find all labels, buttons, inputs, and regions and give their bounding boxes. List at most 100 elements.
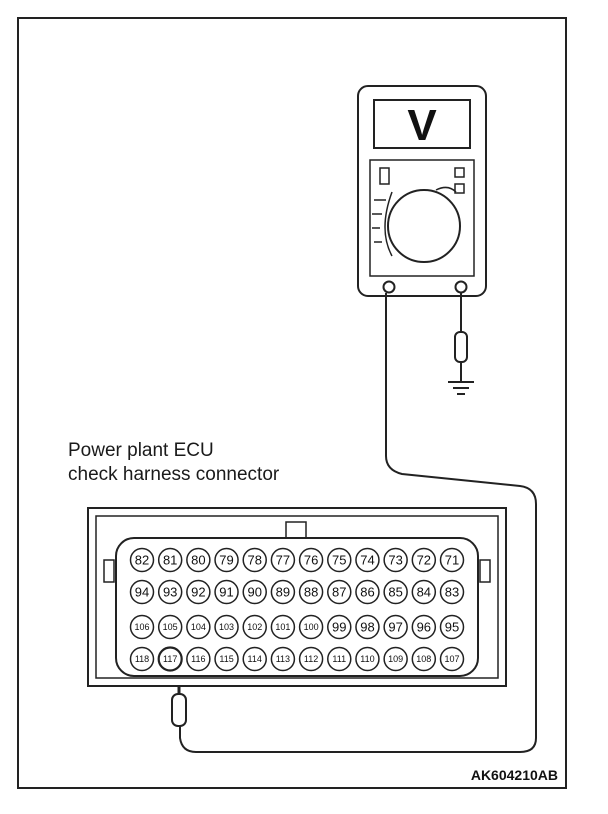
pin-103 [214,614,239,640]
pin-label-87: 87 [332,585,346,600]
pin-label-100: 100 [304,622,319,632]
pin-label-85: 85 [388,585,402,600]
pin-109 [383,646,408,672]
pin-label-86: 86 [360,585,374,600]
pin-113 [270,646,296,672]
pin-label-95: 95 [445,620,459,635]
pin-label-103: 103 [219,622,234,632]
pin-label-115: 115 [219,654,233,664]
pin-100 [298,614,324,640]
pin-102 [242,614,267,640]
connector-latch-right [479,559,491,583]
pin-label-93: 93 [163,585,177,600]
pin-label-90: 90 [247,585,261,600]
meter-range-scale [372,186,457,257]
pin-84 [411,579,437,605]
connector-probe-grip [171,693,187,727]
pin-98 [355,614,380,640]
pin-label-72: 72 [417,553,431,568]
pin-label-108: 108 [416,654,431,664]
pin-110 [355,646,380,672]
pin-76 [298,547,324,573]
pin-label-110: 110 [360,654,374,664]
pin-label-104: 104 [191,622,206,632]
connector-label-line1: Power plant ECU [68,440,214,461]
pin-label-81: 81 [163,553,177,568]
meter-switch-right-bottom [454,183,465,194]
figure-id: AK604210AB [471,767,558,783]
pin-label-88: 88 [304,585,318,600]
pin-114 [242,646,267,672]
pin-81 [157,547,183,573]
pin-label-96: 96 [417,620,431,635]
pin-label-98: 98 [360,620,374,635]
meter-jack-volt[interactable] [454,280,468,294]
pin-93 [157,579,183,605]
ground-probe-grip [454,331,468,363]
pin-label-99: 99 [332,620,346,635]
pin-97 [383,614,408,640]
pin-86 [355,579,380,605]
pin-104 [186,614,211,640]
pin-88 [298,579,324,605]
pin-label-97: 97 [388,620,402,635]
pin-label-79: 79 [219,553,233,568]
pin-101 [270,614,296,640]
meter-switch-left [379,167,390,185]
pin-89 [270,579,296,605]
pin-label-78: 78 [247,553,261,568]
pin-label-118: 118 [135,654,149,664]
pin-107 [439,646,465,672]
pin-label-71: 71 [445,553,459,568]
pin-label-84: 84 [417,585,431,600]
pin-99 [327,614,352,640]
connector-label-line2: check harness connector [68,464,280,485]
pin-117 [157,646,183,672]
pin-label-73: 73 [388,553,402,568]
pin-71 [439,547,465,573]
pin-label-82: 82 [135,553,149,568]
pin-80 [186,547,211,573]
pin-label-89: 89 [276,585,290,600]
pin-118 [129,646,155,672]
pin-label-116: 116 [191,654,205,664]
pin-label-107: 107 [444,654,459,664]
pin-116 [186,646,211,672]
pin-label-109: 109 [388,654,403,664]
pin-label-102: 102 [247,622,262,632]
pin-95 [439,614,465,640]
ground-lead [448,293,474,395]
pin-75 [327,547,352,573]
pin-label-94: 94 [135,585,149,600]
pin-115 [214,646,239,672]
pin-label-76: 76 [304,553,318,568]
ground-icon [448,381,474,395]
test-lead-wire [179,293,537,753]
pin-77 [270,547,296,573]
meter-switch-right-top [454,167,465,178]
pin-label-101: 101 [275,622,290,632]
voltmeter: V [357,85,487,297]
pin-90 [242,579,267,605]
pin-105 [157,614,183,640]
pin-label-80: 80 [191,553,205,568]
pin-72 [411,547,437,573]
pin-111 [327,646,352,672]
pin-91 [214,579,239,605]
meter-rotary-dial[interactable] [387,189,461,263]
pin-label-91: 91 [219,585,233,600]
pin-label-106: 106 [134,622,149,632]
pin-73 [383,547,408,573]
meter-jack-com[interactable] [382,280,396,294]
connector-latch-left [103,559,115,583]
pin-74 [355,547,380,573]
meter-display [373,99,471,149]
pin-85 [383,579,408,605]
pin-label-92: 92 [191,585,205,600]
meter-display-symbol: V [407,101,437,150]
pin-87 [327,579,352,605]
pin-94 [129,579,155,605]
